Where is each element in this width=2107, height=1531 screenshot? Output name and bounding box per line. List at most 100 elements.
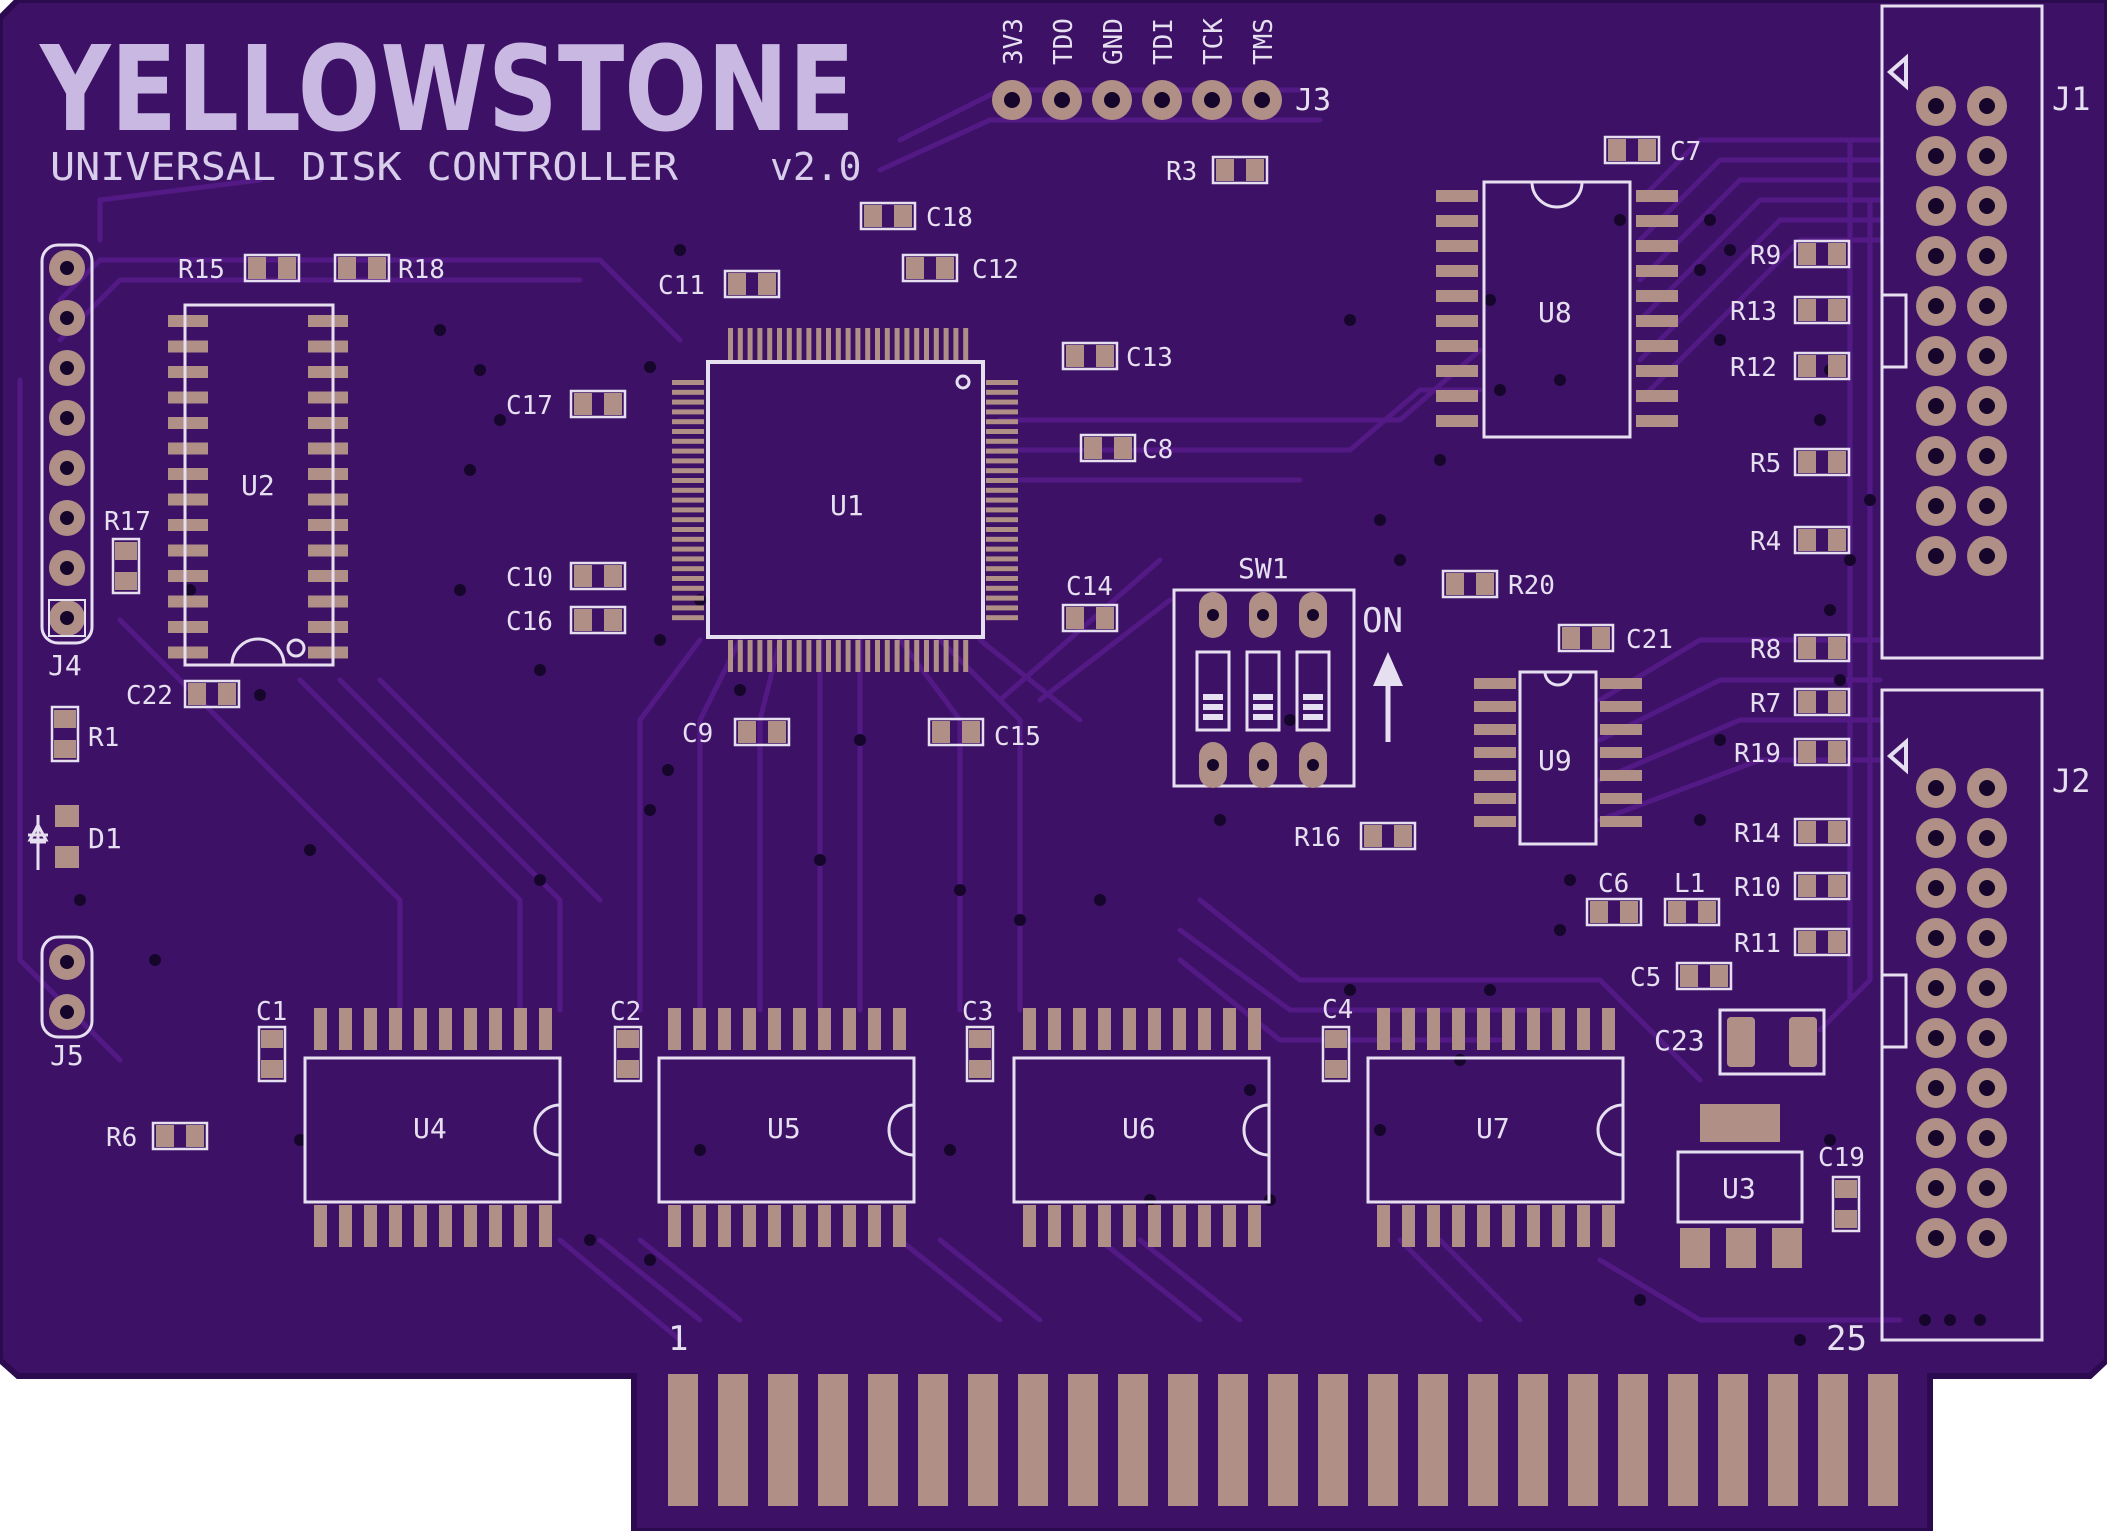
soic-pin: [1477, 1205, 1490, 1247]
r6-label: R6: [106, 1123, 137, 1153]
component-pad: [1562, 627, 1580, 649]
component-outline: [1793, 295, 1851, 325]
c5-label: C5: [1630, 963, 1661, 993]
soic-pin: [893, 1008, 906, 1050]
via: [1564, 874, 1576, 886]
via: [1824, 1134, 1836, 1146]
chip-u7: U7: [1366, 1008, 1625, 1247]
u1-pin: [986, 429, 1018, 434]
u8-pin: [1436, 215, 1478, 227]
u9-pin: [1474, 770, 1516, 781]
component-pad: [1066, 345, 1084, 367]
trace: [337, 677, 563, 1013]
component-c13: C13: [1061, 341, 1173, 373]
soic-pin: [1098, 1205, 1111, 1247]
component-outline: [1793, 927, 1851, 957]
component-pad: [1828, 529, 1846, 551]
u9-pin: [1600, 678, 1642, 689]
u1-pin: [757, 640, 763, 672]
u1-pin: [986, 448, 1018, 454]
trace: [1197, 897, 1703, 1083]
soic-pin: [1527, 1205, 1540, 1247]
soic-notch: [533, 1103, 561, 1157]
component-r8: R8: [1750, 633, 1851, 665]
edge-finger: [918, 1374, 948, 1506]
component-pad: [1835, 1210, 1857, 1228]
via: [1554, 924, 1566, 936]
header-key: [1880, 293, 1908, 369]
via: [1634, 1294, 1646, 1306]
trace: [1437, 1237, 1523, 1323]
edge-connector: [668, 1374, 1898, 1506]
pin-header-j5: J5: [40, 935, 94, 1072]
u8-pin: [1436, 340, 1478, 352]
soic-pin: [1173, 1008, 1186, 1050]
via: [1484, 984, 1496, 996]
j4-pin-hole: [60, 311, 74, 325]
u8-pin: [1636, 365, 1678, 377]
u2-pin: [168, 493, 208, 506]
component-outline: [151, 1121, 209, 1151]
header-key: [1880, 973, 1908, 1049]
u1-pin: [672, 409, 704, 415]
component-c19: C19: [1818, 1143, 1865, 1233]
u1-pin: [737, 640, 743, 672]
u1-pin: [943, 328, 949, 360]
u5-label: U5: [767, 1112, 801, 1145]
component-pad: [1608, 139, 1626, 161]
u8-pin: [1436, 190, 1478, 202]
via: [1394, 554, 1406, 566]
soic-pin: [539, 1205, 552, 1247]
header-pin-hole: [1979, 930, 1995, 946]
c6-label: C6: [1598, 869, 1629, 899]
component-pad: [894, 205, 912, 227]
u9-pin: [1600, 793, 1642, 804]
component-pad: [1798, 821, 1816, 843]
component-pad: [1446, 573, 1464, 595]
u2-pin: [168, 519, 208, 531]
via: [1794, 1334, 1806, 1346]
jtag-pin-label: TCK: [1199, 18, 1229, 65]
component-pad: [1798, 691, 1816, 713]
header-pin-hole: [1928, 880, 1944, 896]
component-outline: [257, 1025, 287, 1083]
u9-pin: [1474, 747, 1516, 758]
u1-pin: [826, 640, 831, 672]
component-pad: [738, 721, 756, 743]
u8-pin: [1436, 315, 1478, 327]
u8-pin: [1636, 240, 1678, 252]
soic-pin: [1198, 1008, 1211, 1050]
pin1-marker: [1886, 53, 1908, 91]
u1-pin: [986, 595, 1018, 601]
soic-outline: [1012, 1056, 1271, 1204]
jtag-pin-hole: [1154, 92, 1170, 108]
j3-label: J3: [1295, 83, 1331, 118]
trace: [17, 377, 123, 1063]
trace: [1597, 677, 1883, 743]
header-pin-hole: [1928, 1080, 1944, 1096]
u1-pin: [904, 640, 910, 672]
u2-pin: [168, 595, 208, 608]
component-pad: [932, 721, 950, 743]
jtag-pin-hole: [1204, 92, 1220, 108]
u9-pin: [1474, 701, 1516, 712]
component-pad: [969, 1030, 991, 1048]
header-pin-hole: [1979, 1080, 1995, 1096]
header-pin-hole: [1928, 148, 1944, 164]
via: [1834, 674, 1846, 686]
via: [944, 1144, 956, 1156]
u1-pin: [986, 458, 1018, 464]
edge-finger: [1718, 1374, 1748, 1506]
trace: [1637, 197, 1883, 323]
u2-pin: [168, 417, 208, 429]
u1-pin: [737, 328, 743, 360]
header-pin-hole: [1928, 348, 1944, 364]
header-pin-hole: [1979, 398, 1995, 414]
soic-pin: [364, 1205, 377, 1247]
edge-finger: [1368, 1374, 1398, 1506]
u8-pin: [1636, 340, 1678, 352]
r10-label: R10: [1734, 873, 1781, 903]
component-r18: R18: [333, 253, 445, 285]
u1-pin: [986, 546, 1018, 552]
